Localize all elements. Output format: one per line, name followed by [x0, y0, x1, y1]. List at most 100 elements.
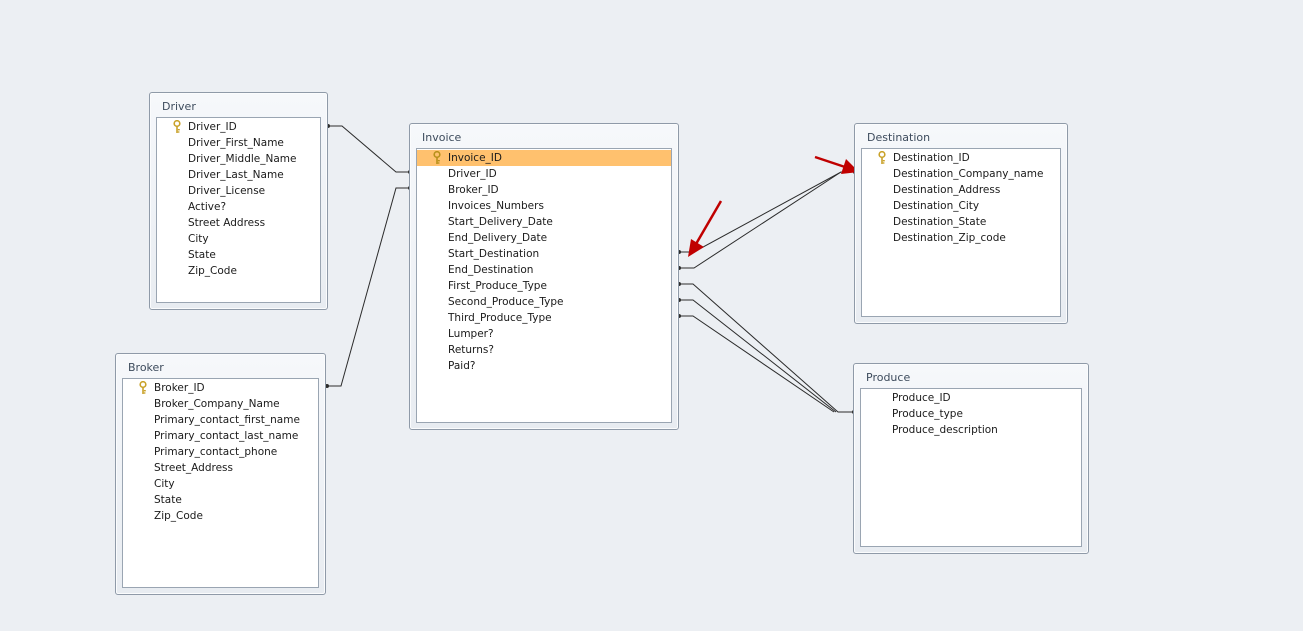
field-produce-type[interactable]: Produce_type — [861, 406, 1081, 422]
field-broker-company-name[interactable]: Broker_Company_Name — [123, 396, 318, 412]
field-broker-id[interactable]: Broker_ID — [417, 182, 671, 198]
field-end-delivery-date[interactable]: End_Delivery_Date — [417, 230, 671, 246]
relationship-driver-invoice[interactable] — [326, 124, 412, 174]
field-start-delivery-date[interactable]: Start_Delivery_Date — [417, 214, 671, 230]
field-driver-id[interactable]: Driver_ID — [157, 119, 320, 135]
field-label: Driver_Middle_Name — [188, 153, 297, 165]
field-label: Broker_Company_Name — [154, 398, 280, 410]
field-state[interactable]: State — [157, 247, 320, 263]
field-label: Driver_ID — [448, 168, 497, 180]
field-label: Zip_Code — [154, 510, 203, 522]
field-label: City — [154, 478, 175, 490]
field-label: Street_Address — [154, 462, 233, 474]
field-destination-city[interactable]: Destination_City — [862, 198, 1060, 214]
broker-table[interactable]: Broker Broker_ID Broker_Company_Name Pri… — [115, 353, 326, 595]
field-destination-id[interactable]: Destination_ID — [862, 150, 1060, 166]
field-city[interactable]: City — [123, 476, 318, 492]
field-label: City — [188, 233, 209, 245]
invoice-field-list: Invoice_ID Driver_ID Broker_ID Invoices_… — [416, 148, 672, 423]
invoice-table[interactable]: Invoice Invoice_ID Driver_ID Broker_ID I… — [409, 123, 679, 430]
field-invoices-numbers[interactable]: Invoices_Numbers — [417, 198, 671, 214]
field-driver-id[interactable]: Driver_ID — [417, 166, 671, 182]
key-icon — [433, 151, 441, 164]
field-produce-id[interactable]: Produce_ID — [861, 390, 1081, 406]
field-street-address[interactable]: Street_Address — [123, 460, 318, 476]
field-label: State — [188, 249, 216, 261]
field-label: Produce_type — [892, 408, 963, 420]
field-label: Driver_ID — [188, 121, 237, 133]
field-returns[interactable]: Returns? — [417, 342, 671, 358]
field-primary-contact-first-name[interactable]: Primary_contact_first_name — [123, 412, 318, 428]
field-first-produce-type[interactable]: First_Produce_Type — [417, 278, 671, 294]
key-icon — [139, 381, 147, 394]
field-paid[interactable]: Paid? — [417, 358, 671, 374]
field-label: Paid? — [448, 360, 476, 372]
field-label: End_Delivery_Date — [448, 232, 548, 244]
produce-table[interactable]: Produce Produce_ID Produce_type Produce_… — [853, 363, 1089, 554]
field-invoice-id[interactable]: Invoice_ID — [417, 150, 671, 166]
field-driver-license[interactable]: Driver_License — [157, 183, 320, 199]
field-label: Driver_License — [188, 185, 266, 197]
field-start-destination[interactable]: Start_Destination — [417, 246, 671, 262]
driver-table-title[interactable]: Driver — [162, 100, 196, 113]
field-label: First_Produce_Type — [448, 280, 547, 292]
annotation-arrow-invoice — [688, 200, 723, 257]
field-produce-description[interactable]: Produce_description — [861, 422, 1081, 438]
field-label: Destination_Company_name — [893, 168, 1044, 180]
field-second-produce-type[interactable]: Second_Produce_Type — [417, 294, 671, 310]
field-label: Destination_State — [893, 216, 987, 228]
field-label: Destination_City — [893, 200, 980, 212]
field-label: Driver_Last_Name — [188, 169, 284, 181]
field-state[interactable]: State — [123, 492, 318, 508]
field-driver-first-name[interactable]: Driver_First_Name — [157, 135, 320, 151]
field-street-address[interactable]: Street Address — [157, 215, 320, 231]
field-label: Primary_contact_last_name — [154, 430, 299, 442]
field-label: Primary_contact_first_name — [154, 414, 300, 426]
driver-field-list: Driver_ID Driver_First_Name Driver_Middl… — [156, 117, 321, 303]
field-destination-address[interactable]: Destination_Address — [862, 182, 1060, 198]
broker-table-title[interactable]: Broker — [128, 361, 164, 374]
field-destination-state[interactable]: Destination_State — [862, 214, 1060, 230]
field-driver-last-name[interactable]: Driver_Last_Name — [157, 167, 320, 183]
field-label: Produce_description — [892, 424, 998, 436]
field-label: Second_Produce_Type — [448, 296, 564, 308]
destination-table-title[interactable]: Destination — [867, 131, 931, 144]
field-label: Produce_ID — [892, 392, 951, 404]
field-destination-company-name[interactable]: Destination_Company_name — [862, 166, 1060, 182]
relationship-first-produce[interactable] — [677, 282, 856, 414]
relationship-start-destination[interactable] — [677, 170, 857, 254]
field-primary-contact-last-name[interactable]: Primary_contact_last_name — [123, 428, 318, 444]
field-primary-contact-phone[interactable]: Primary_contact_phone — [123, 444, 318, 460]
field-driver-middle-name[interactable]: Driver_Middle_Name — [157, 151, 320, 167]
relationship-end-destination[interactable] — [677, 171, 842, 270]
field-label: Active? — [188, 201, 227, 213]
field-label: Street Address — [188, 217, 266, 229]
field-label: Start_Destination — [448, 248, 540, 260]
destination-table[interactable]: Destination Destination_ID Destination_C… — [854, 123, 1068, 324]
field-label: End_Destination — [448, 264, 534, 276]
relationship-broker-invoice[interactable] — [325, 186, 412, 388]
key-icon — [878, 151, 886, 164]
field-label: Primary_contact_phone — [154, 446, 278, 458]
field-label: Returns? — [448, 344, 494, 356]
field-zip-code[interactable]: Zip_Code — [157, 263, 320, 279]
relationship-second-produce[interactable] — [677, 298, 837, 413]
driver-table[interactable]: Driver Driver_ID Driver_First_Name Drive… — [149, 92, 328, 310]
relationship-third-produce[interactable] — [677, 314, 835, 413]
produce-field-list: Produce_ID Produce_type Produce_descript… — [860, 388, 1082, 547]
invoice-table-title[interactable]: Invoice — [422, 131, 462, 144]
field-label: Start_Delivery_Date — [448, 216, 553, 228]
annotation-arrow-destination — [814, 155, 859, 174]
field-broker-id[interactable]: Broker_ID — [123, 380, 318, 396]
field-zip-code[interactable]: Zip_Code — [123, 508, 318, 524]
produce-table-title[interactable]: Produce — [866, 371, 911, 384]
field-city[interactable]: City — [157, 231, 320, 247]
field-label: Destination_Zip_code — [893, 232, 1006, 244]
field-end-destination[interactable]: End_Destination — [417, 262, 671, 278]
field-destination-zip-code[interactable]: Destination_Zip_code — [862, 230, 1060, 246]
broker-field-list: Broker_ID Broker_Company_Name Primary_co… — [122, 378, 319, 588]
field-third-produce-type[interactable]: Third_Produce_Type — [417, 310, 671, 326]
field-active[interactable]: Active? — [157, 199, 320, 215]
field-lumper[interactable]: Lumper? — [417, 326, 671, 342]
